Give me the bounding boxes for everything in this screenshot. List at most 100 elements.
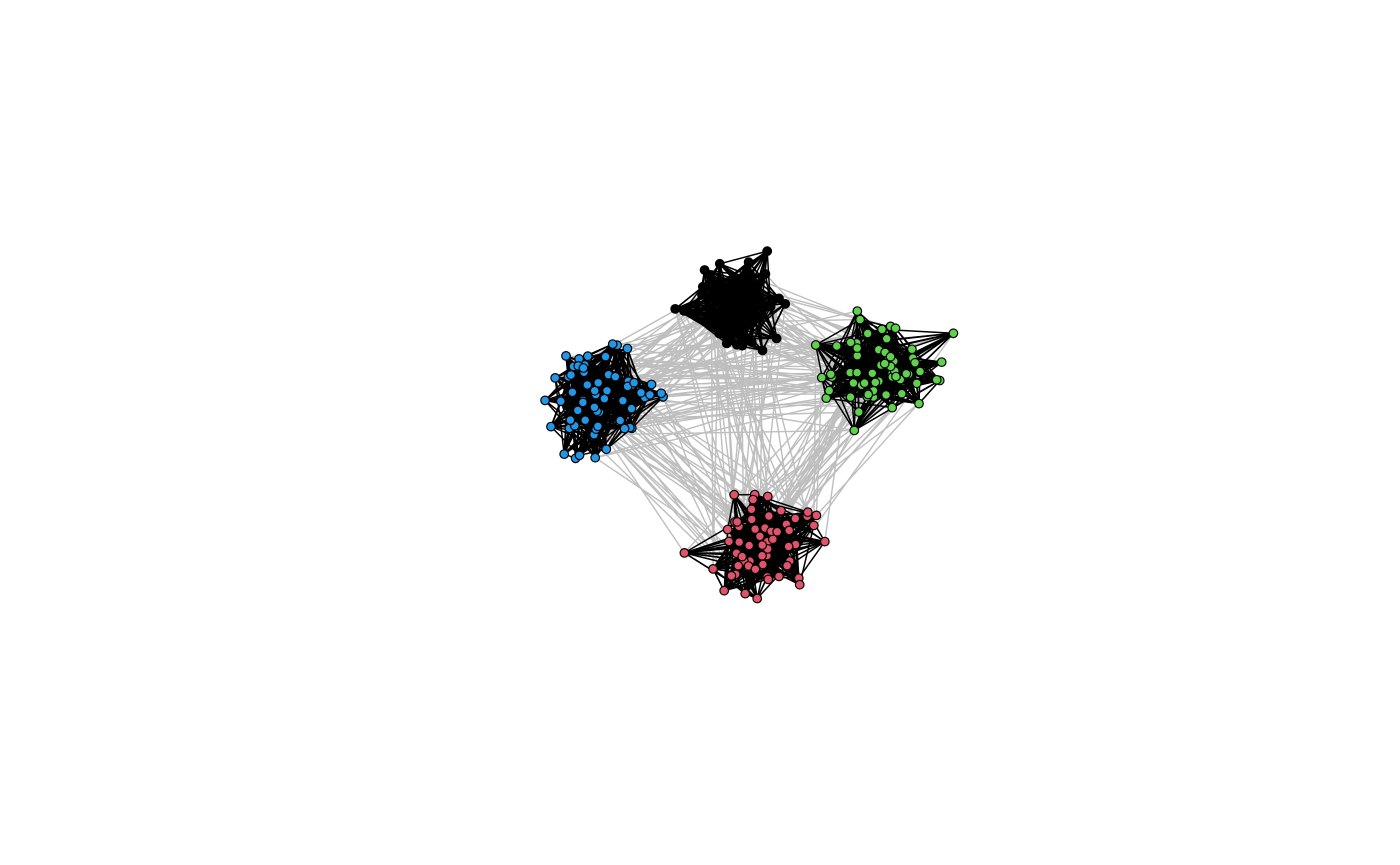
node-blue bbox=[574, 450, 585, 461]
node-red bbox=[732, 517, 743, 527]
node-black bbox=[699, 265, 710, 275]
node-black bbox=[713, 287, 724, 298]
node-black bbox=[780, 299, 791, 309]
node-green bbox=[915, 366, 925, 377]
node-green bbox=[816, 372, 827, 383]
node-blue bbox=[566, 370, 576, 380]
node-blue bbox=[546, 421, 556, 432]
node-blue bbox=[629, 377, 639, 388]
within-edge bbox=[878, 332, 954, 351]
node-black bbox=[721, 338, 732, 349]
node-black bbox=[722, 305, 733, 316]
node-green bbox=[901, 368, 912, 379]
node-green bbox=[877, 324, 887, 335]
node-black bbox=[715, 313, 725, 323]
within-edge bbox=[611, 343, 633, 429]
node-red bbox=[763, 574, 774, 585]
node-red bbox=[737, 551, 748, 562]
node-blue bbox=[593, 377, 604, 388]
node-blue bbox=[656, 388, 667, 399]
node-green bbox=[890, 323, 901, 334]
node-green bbox=[891, 371, 901, 382]
node-green bbox=[848, 378, 859, 388]
node-blue bbox=[589, 385, 600, 396]
between-edge bbox=[674, 308, 739, 566]
node-blue bbox=[645, 389, 655, 400]
node-green bbox=[881, 390, 891, 400]
node-black bbox=[670, 304, 681, 314]
node-red bbox=[784, 525, 795, 536]
between-edge bbox=[741, 283, 896, 329]
node-black bbox=[743, 257, 754, 268]
node-green bbox=[852, 343, 863, 354]
within-edge bbox=[821, 377, 860, 413]
within-edge bbox=[684, 552, 788, 567]
node-black bbox=[756, 300, 767, 311]
within-edge bbox=[849, 310, 859, 343]
node-green bbox=[852, 306, 863, 317]
node-red bbox=[750, 564, 761, 575]
node-green bbox=[896, 388, 907, 399]
node-red bbox=[819, 536, 830, 547]
node-blue bbox=[578, 363, 589, 373]
node-green bbox=[859, 378, 870, 389]
node-blue bbox=[601, 444, 612, 455]
node-red bbox=[750, 524, 760, 534]
node-red bbox=[774, 571, 784, 582]
node-red bbox=[733, 560, 744, 571]
node-blue bbox=[646, 379, 657, 390]
node-green bbox=[887, 402, 898, 413]
node-red bbox=[755, 531, 765, 542]
node-blue bbox=[559, 449, 570, 460]
node-black bbox=[774, 293, 784, 304]
node-black bbox=[765, 301, 776, 312]
within-edge bbox=[712, 568, 746, 595]
node-black bbox=[706, 275, 717, 285]
node-black bbox=[679, 305, 689, 316]
node-blue bbox=[555, 396, 566, 407]
node-blue bbox=[561, 351, 571, 361]
node-black bbox=[732, 339, 742, 350]
node-red bbox=[808, 520, 819, 531]
between-edge bbox=[584, 419, 740, 527]
node-green bbox=[936, 357, 947, 368]
within-edge bbox=[565, 355, 579, 411]
node-green bbox=[914, 398, 924, 409]
node-black bbox=[746, 314, 757, 324]
node-red bbox=[802, 507, 813, 518]
between-edge bbox=[674, 308, 740, 527]
node-blue bbox=[582, 380, 593, 390]
node-red bbox=[744, 540, 755, 551]
node-red bbox=[757, 540, 768, 550]
node-blue bbox=[567, 387, 578, 398]
within-edge bbox=[712, 321, 777, 340]
node-blue bbox=[619, 423, 630, 434]
node-green bbox=[948, 328, 959, 339]
node-green bbox=[845, 392, 856, 403]
node-red bbox=[772, 526, 783, 537]
node-blue bbox=[589, 402, 600, 413]
node-red bbox=[782, 560, 792, 571]
node-green bbox=[845, 337, 856, 348]
node-blue bbox=[565, 415, 576, 426]
within-edge bbox=[730, 575, 758, 600]
node-blue bbox=[550, 373, 561, 383]
node-red bbox=[752, 593, 763, 604]
within-edge bbox=[731, 308, 778, 340]
within-edge bbox=[594, 382, 635, 459]
node-black bbox=[771, 333, 782, 344]
node-green bbox=[852, 367, 862, 378]
within-edge bbox=[674, 286, 704, 310]
node-green bbox=[879, 358, 890, 369]
node-red bbox=[740, 588, 751, 599]
node-green bbox=[885, 351, 896, 362]
node-red bbox=[722, 524, 733, 535]
node-red bbox=[746, 504, 757, 515]
node-red bbox=[729, 489, 740, 500]
node-green bbox=[825, 369, 836, 380]
node-black bbox=[714, 258, 725, 269]
node-green bbox=[907, 344, 917, 355]
network-nodes bbox=[540, 246, 959, 604]
within-edge bbox=[579, 419, 621, 456]
